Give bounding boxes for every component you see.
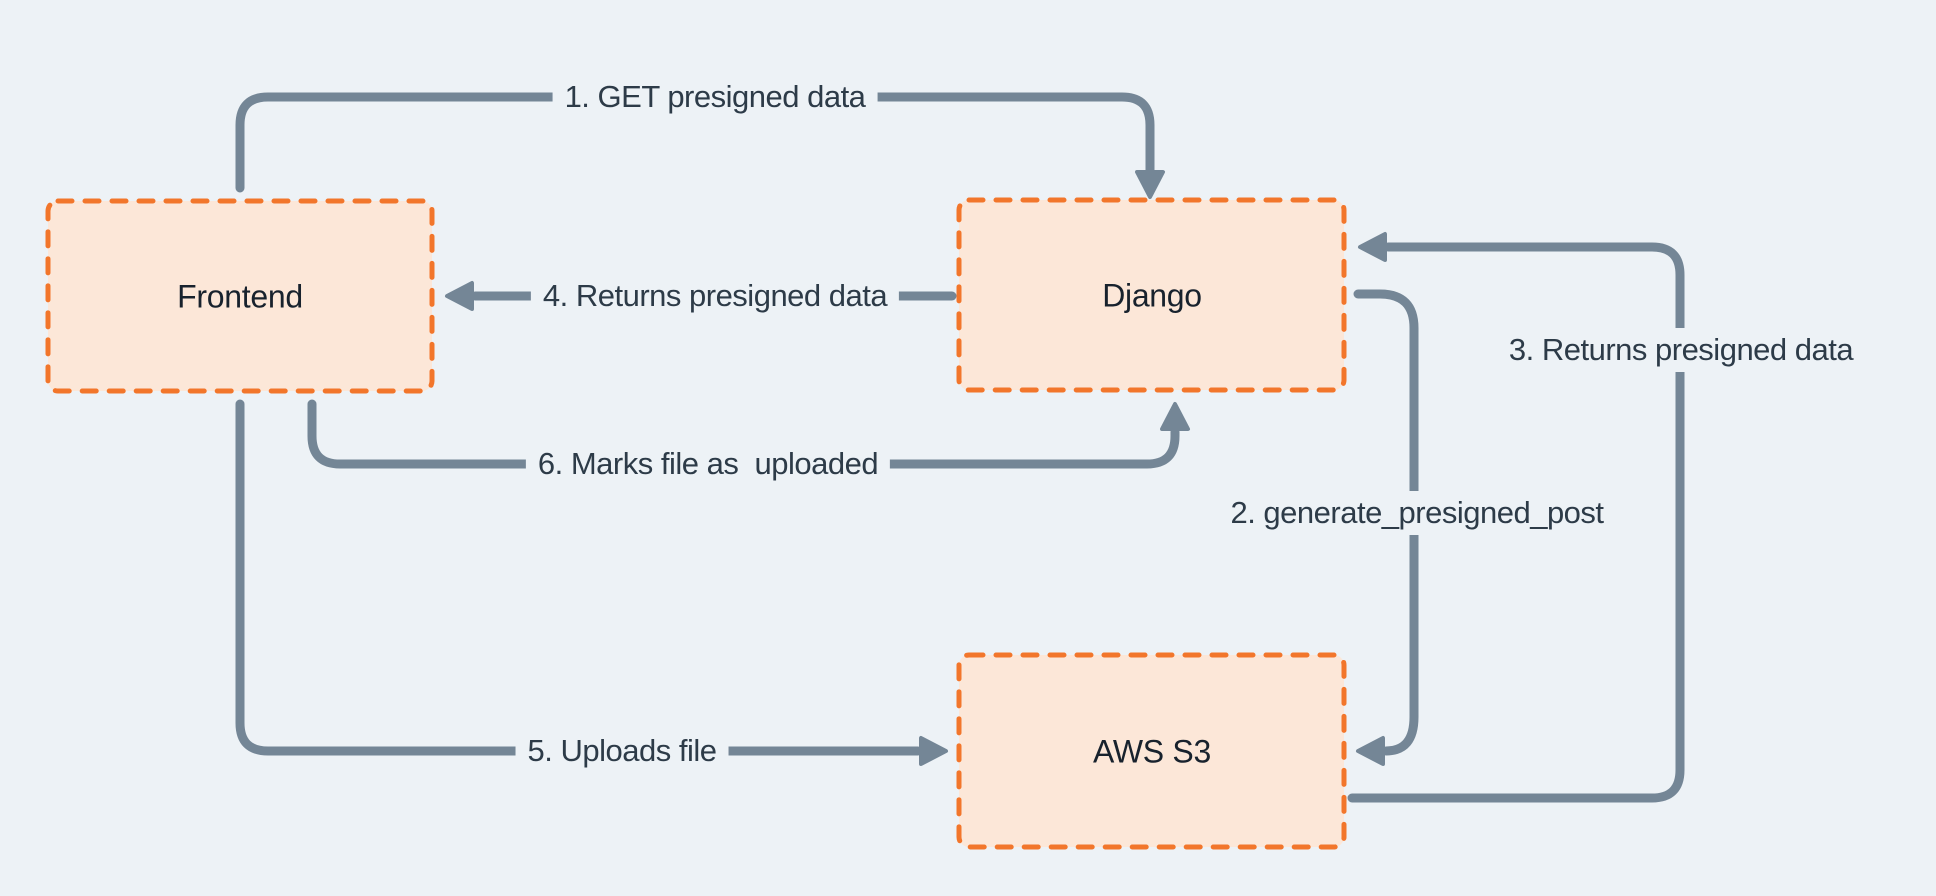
django-node-title: Django [1102,277,1202,314]
django-box [956,197,1347,393]
edge-label-5: 5. Uploads file [515,729,729,773]
edge-label-2: 2. generate_presigned_post [1218,491,1616,535]
aws-s3-box [956,652,1347,850]
edge-5-arrowhead [919,736,948,766]
frontend-node-title: Frontend [177,278,303,315]
edge-label-4: 4. Returns presigned data [530,274,900,318]
edge-2-arrowhead [1356,736,1385,766]
edge-1-arrowhead [1135,170,1165,199]
edge-3-path [1347,242,1685,803]
frontend-box [45,198,435,394]
edge-3-arrowhead [1358,232,1387,262]
edge-label-1: 1. GET presigned data [552,75,878,119]
edge-label-3: 3. Returns presigned data [1496,328,1866,372]
edge-4-arrowhead [445,281,474,311]
edge-6-arrowhead [1160,402,1190,431]
aws-s3-node-title: AWS S3 [1093,733,1211,770]
edge-label-6: 6. Marks file as uploaded [525,442,891,486]
edge-2-path [1353,289,1419,756]
edge-5-path [235,399,923,756]
